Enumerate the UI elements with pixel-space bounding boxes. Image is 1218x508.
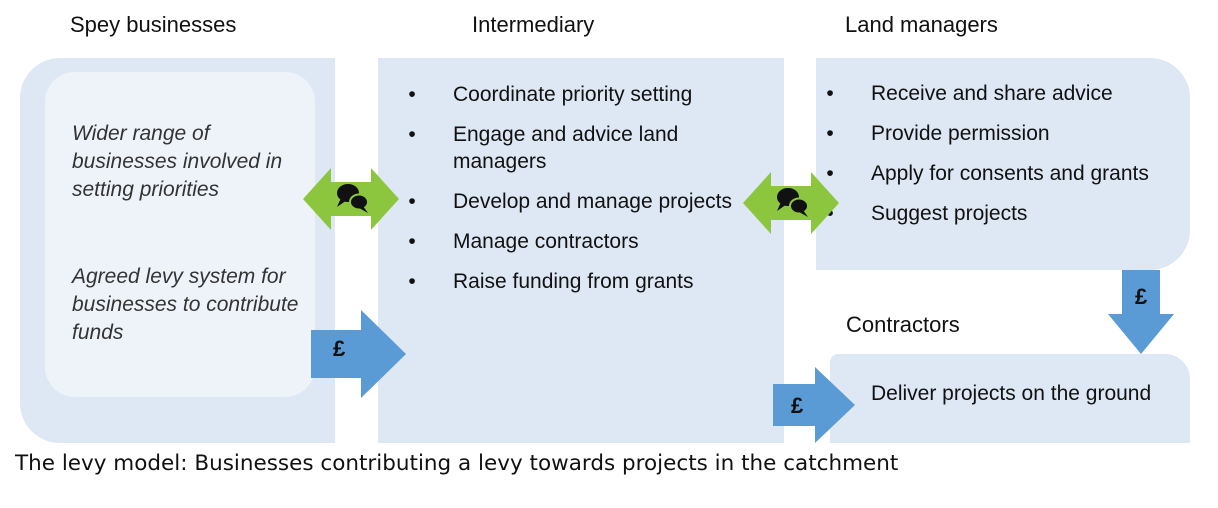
bullet-icon: • bbox=[408, 83, 416, 106]
list-item: •Raise funding from grants bbox=[406, 268, 776, 295]
land-managers-panel: •Receive and share advice •Provide permi… bbox=[816, 58, 1190, 270]
list-item: •Develop and manage projects bbox=[406, 188, 776, 215]
spey-businesses-inner-box: Wider range of businesses involved in se… bbox=[45, 72, 315, 397]
bullet-icon: • bbox=[408, 123, 416, 146]
pound-icon: £ bbox=[791, 393, 804, 418]
spey-businesses-heading: Spey businesses bbox=[70, 12, 237, 37]
list-item: •Coordinate priority setting bbox=[406, 81, 776, 108]
bullet-icon: • bbox=[826, 202, 834, 225]
bullet-icon: • bbox=[826, 162, 834, 185]
intermediary-heading: Intermediary bbox=[472, 12, 595, 37]
contractors-item: Deliver projects on the ground bbox=[871, 382, 1152, 405]
bullet-icon: • bbox=[826, 82, 834, 105]
land-managers-heading: Land managers bbox=[845, 12, 998, 37]
bullet-icon: • bbox=[408, 190, 416, 213]
bullet-icon: • bbox=[408, 230, 416, 253]
contractors-panel: Deliver projects on the ground bbox=[830, 354, 1190, 443]
list-item: •Receive and share advice bbox=[824, 80, 1190, 107]
money-arrow-to-contractors bbox=[773, 367, 855, 443]
pound-icon: £ bbox=[1135, 284, 1148, 309]
land-managers-list: •Receive and share advice •Provide permi… bbox=[824, 80, 1190, 227]
spey-item-levy: Agreed levy system for businesses to con… bbox=[72, 265, 299, 344]
spey-item-priorities: Wider range of businesses involved in se… bbox=[72, 122, 283, 201]
list-item: •Suggest projects bbox=[824, 200, 1190, 227]
list-item: •Provide permission bbox=[824, 120, 1190, 147]
contractors-heading: Contractors bbox=[846, 312, 960, 337]
speech-bubbles-icon bbox=[777, 188, 809, 217]
list-item: •Engage and advice land managers bbox=[406, 121, 723, 175]
money-arrow-spey-intermediary bbox=[311, 310, 406, 398]
pound-icon: £ bbox=[333, 336, 346, 361]
list-item: •Manage contractors bbox=[406, 228, 776, 255]
intermediary-panel: •Coordinate priority setting •Engage and… bbox=[378, 58, 784, 443]
dialogue-arrow-intermediary-land-managers bbox=[743, 172, 839, 234]
speech-bubbles-icon bbox=[337, 184, 369, 213]
money-arrow-land-managers-contractors bbox=[1108, 270, 1174, 354]
bullet-icon: • bbox=[826, 122, 834, 145]
intermediary-list: •Coordinate priority setting •Engage and… bbox=[406, 81, 776, 295]
list-item: •Apply for consents and grants bbox=[824, 160, 1190, 187]
bullet-icon: • bbox=[408, 270, 416, 293]
dialogue-arrow-spey-intermediary bbox=[303, 168, 399, 230]
caption: The levy model: Businesses contributing … bbox=[15, 451, 899, 476]
